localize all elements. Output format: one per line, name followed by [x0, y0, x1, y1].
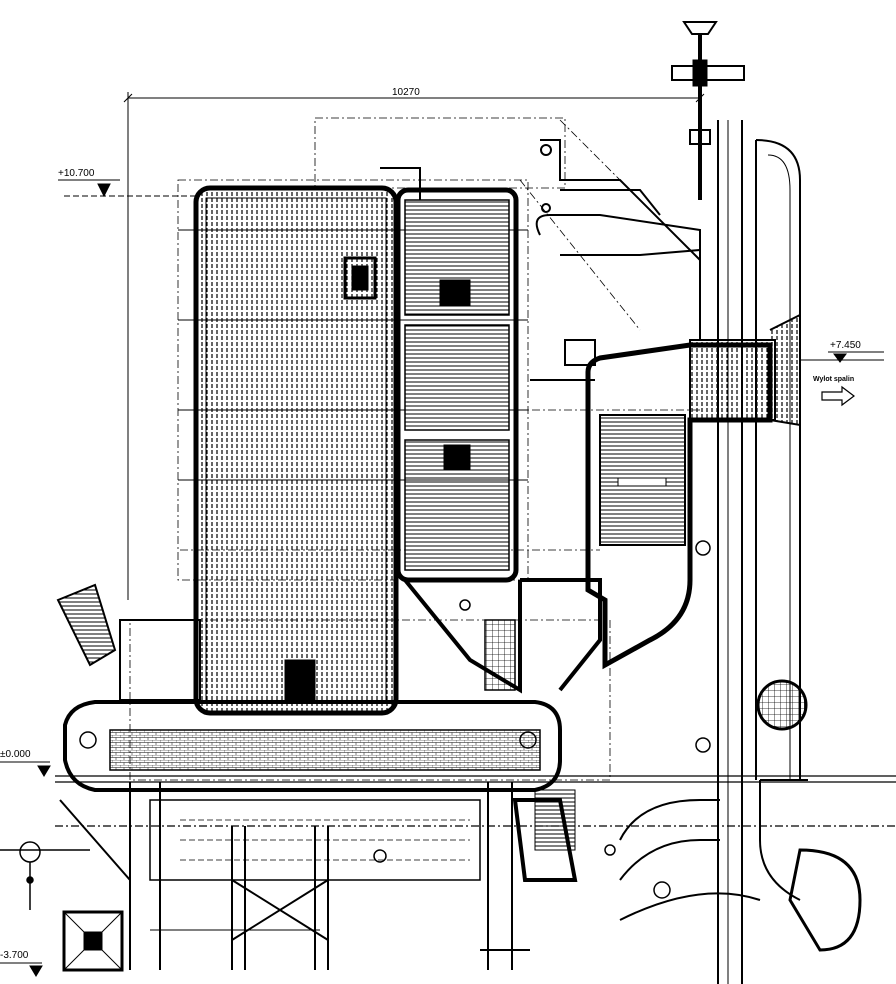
grate-hopper [63, 700, 562, 881]
flue-duct-vertical [619, 120, 862, 984]
elevation-marker-ground [0, 761, 51, 777]
air-heater [585, 313, 801, 670]
furnace-chamber [178, 185, 528, 716]
steam-piping [380, 139, 701, 381]
elevation-top-label: +10.700 [58, 168, 95, 179]
burner-assembly [56, 256, 377, 701]
valves-right [373, 540, 711, 899]
elevation-bottom-label: -3.700 [0, 950, 29, 961]
flue-gas-outlet-arrow [821, 385, 855, 407]
elevation-marker-top [58, 179, 200, 198]
gas-duct [403, 578, 602, 882]
convection-pass [395, 187, 519, 583]
vent-stack [671, 21, 745, 200]
fan-box [62, 910, 124, 972]
elevation-marker-flue-outlet [800, 351, 884, 363]
flue-gas-outlet-label: Wylot spalin [813, 376, 855, 383]
left-pipe-connection [0, 841, 90, 910]
overall-width-label: 10270 [392, 87, 420, 98]
elevation-ground-label: ±0.000 [0, 749, 31, 760]
elevation-flue-outlet-label: +7.450 [830, 340, 861, 351]
ground-level-line [55, 775, 896, 827]
support-columns [59, 782, 530, 970]
elevation-marker-bottom [0, 962, 43, 977]
